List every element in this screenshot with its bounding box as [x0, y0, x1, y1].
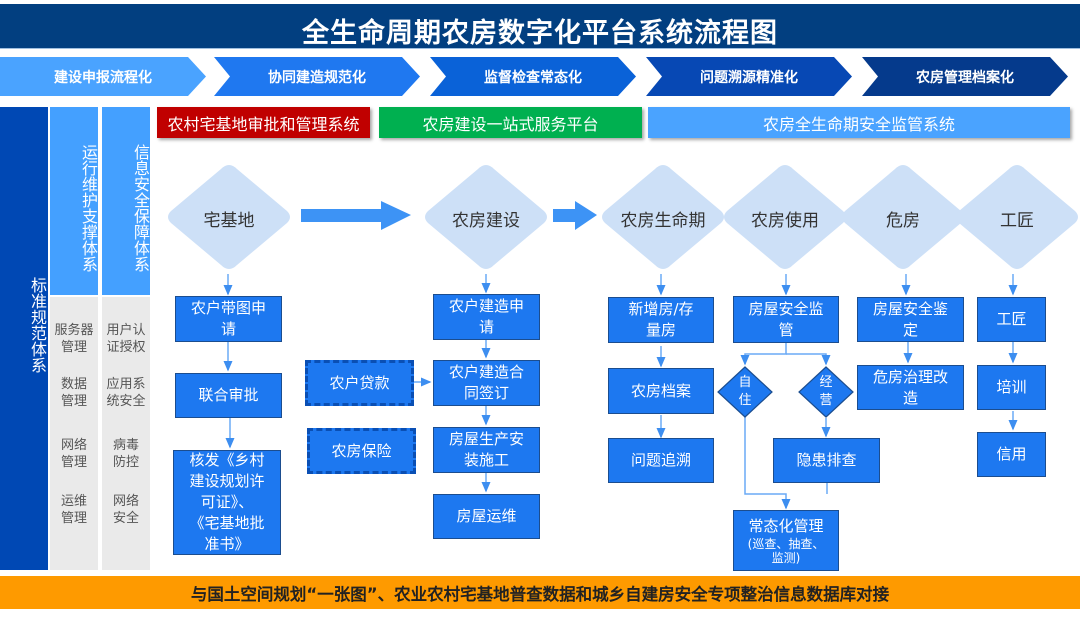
support-item: 病毒防控 — [112, 438, 139, 470]
system-banner-construction: 农房建设一站式服务平台 — [379, 107, 642, 138]
operations-header-label: 运行维护支撑体系 — [79, 144, 98, 272]
system-label: 农房建设一站式服务平台 — [422, 114, 599, 134]
security-items: 用户认证授权应用系统安全病毒防控网络安全 — [102, 297, 150, 570]
phase-diamond: 危房 — [837, 159, 969, 275]
operations-header: 运行维护支撑体系 — [50, 107, 98, 295]
flow-box-homestead-apply: 农户带图申请 — [175, 296, 282, 342]
stage-chevron: 问题溯源精准化 — [646, 57, 852, 96]
decision-business: 经营 — [798, 366, 854, 434]
flow-box-hazard-check: 隐患排查 — [773, 438, 880, 483]
security-header: 信息安全保障体系 — [102, 107, 150, 295]
phase-label: 危房 — [886, 211, 920, 231]
standards-label: 标准规范体系 — [28, 277, 47, 373]
box-label: 房屋运维 — [456, 507, 517, 525]
connector — [786, 353, 831, 366]
flow-box-farmer-loan: 农户贷款 — [305, 360, 414, 406]
flow-box-safety-supervision: 房屋安全监管 — [733, 296, 839, 343]
flow-box-issue-trace: 问题追溯 — [608, 438, 714, 483]
flow-box-training: 培训 — [977, 365, 1046, 410]
system-label: 农村宅基地审批和管理系统 — [167, 114, 360, 134]
phase-label: 农房建设 — [452, 211, 520, 231]
box-label: 农房档案 — [630, 381, 691, 400]
decision-label: 经营 — [819, 375, 833, 408]
phase-diamond: 农房建设 — [420, 159, 552, 275]
phase-label: 工匠 — [1000, 211, 1034, 231]
connector — [744, 416, 791, 510]
title-bar: 全生命周期农房数字化平台系统流程图 — [0, 4, 1080, 49]
flow-box-issue-permit: 核发《乡村建设规划许可证》、《宅基地批准书》 — [173, 450, 281, 555]
support-item: 运维管理 — [60, 494, 87, 526]
box-label: 新增房/存量房 — [628, 300, 694, 339]
support-item: 用户认证授权 — [106, 323, 146, 355]
phase-label: 宅基地 — [203, 211, 255, 231]
system-banner-homestead: 农村宅基地审批和管理系统 — [157, 107, 370, 138]
flow-box-house-archive: 农房档案 — [608, 368, 714, 414]
box-subtitle: (巡查、抽查、监测) — [747, 537, 825, 565]
operations-items: 服务器管理数据管理网络管理运维管理 — [50, 297, 98, 570]
box-label: 房屋安全鉴定 — [872, 299, 948, 339]
flow-box-craftsman: 工匠 — [977, 297, 1046, 342]
phase-diamond: 工匠 — [951, 159, 1080, 275]
box-label: 房屋安全监管 — [748, 299, 824, 339]
phase-diamond: 农房生命期 — [597, 159, 729, 275]
box-label: 农户建造申请 — [448, 297, 524, 336]
box-label: 农房保险 — [331, 441, 392, 460]
flow-box-credit: 信用 — [977, 432, 1046, 477]
flow-box-dangerous-renovation: 危房治理改造 — [857, 365, 964, 410]
stage-label: 建设申报流程化 — [54, 69, 152, 86]
box-label: 农户带图申请 — [190, 299, 266, 338]
phase-label: 农房使用 — [751, 211, 819, 231]
footer-banner: 与国土空间规划“一张图”、农业农村宅基地普查数据和城乡自建房安全专项整治信息数据… — [0, 576, 1080, 609]
box-label: 农户贷款 — [329, 373, 390, 392]
stage-label: 问题溯源精准化 — [700, 69, 798, 86]
flow-box-new-existing-house: 新增房/存量房 — [608, 297, 714, 343]
security-header-label: 信息安全保障体系 — [131, 144, 150, 272]
box-label: 联合审批 — [198, 386, 259, 404]
flow-box-routine-management: 常态化管理 (巡查、抽查、监测) — [733, 510, 839, 571]
support-item: 网络安全 — [112, 494, 139, 526]
support-item: 网络管理 — [60, 438, 87, 470]
flow-box-joint-approval: 联合审批 — [175, 373, 282, 418]
system-banner-lifecycle: 农房全生命期安全监管系统 — [648, 107, 1070, 138]
standards-column: 标准规范体系 — [0, 107, 48, 570]
stage-chevron: 农房管理档案化 — [862, 57, 1068, 96]
flow-box-production-install: 房屋生产安装施工 — [433, 427, 540, 473]
big-arrow-homestead-to-construction — [301, 201, 411, 230]
flow-box-contract-signing: 农户建造合同签订 — [433, 360, 540, 406]
stage-chevron: 协同建造规范化 — [214, 57, 420, 96]
phase-label: 农房生命期 — [620, 211, 706, 231]
connector — [740, 343, 787, 366]
flow-box-construction-apply: 农户建造申请 — [433, 294, 540, 340]
big-arrow-construction-to-lifecycle — [553, 201, 597, 230]
box-label: 培训 — [996, 378, 1027, 396]
phase-diamond: 宅基地 — [163, 159, 295, 275]
box-title: 常态化管理 — [748, 517, 824, 535]
page-title: 全生命周期农房数字化平台系统流程图 — [302, 18, 778, 49]
support-item: 应用系统安全 — [106, 377, 146, 409]
box-label: 隐患排查 — [796, 451, 857, 469]
box-label: 农户建造合同签订 — [448, 363, 524, 402]
footer-text: 与国土空间规划“一张图”、农业农村宅基地普查数据和城乡自建房安全专项整治信息数据… — [190, 584, 890, 604]
decision-self-occupied: 自住 — [717, 366, 773, 434]
box-label: 工匠 — [996, 310, 1027, 328]
stage-label: 监督检查常态化 — [484, 69, 582, 86]
support-item: 服务器管理 — [54, 323, 94, 355]
phase-diamond: 农房使用 — [719, 159, 851, 275]
box-label: 房屋生产安装施工 — [448, 430, 524, 469]
stage-chevron: 建设申报流程化 — [0, 57, 206, 96]
stage-label: 协同建造规范化 — [268, 69, 366, 86]
stage-chevron: 监督检查常态化 — [430, 57, 636, 96]
flow-box-safety-appraisal: 房屋安全鉴定 — [857, 297, 964, 342]
box-label: 信用 — [996, 445, 1027, 463]
flow-box-house-insurance: 农房保险 — [307, 428, 416, 474]
decision-label: 自住 — [738, 375, 752, 408]
box-label: 核发《乡村建设规划许可证》、《宅基地批准书》 — [189, 451, 265, 553]
flow-box-house-maintenance: 房屋运维 — [433, 494, 540, 539]
box-label: 危房治理改造 — [872, 367, 948, 407]
support-item: 数据管理 — [60, 377, 87, 409]
stage-label: 农房管理档案化 — [916, 69, 1014, 86]
box-label: 问题追溯 — [630, 451, 691, 469]
system-label: 农房全生命期安全监管系统 — [762, 114, 955, 134]
